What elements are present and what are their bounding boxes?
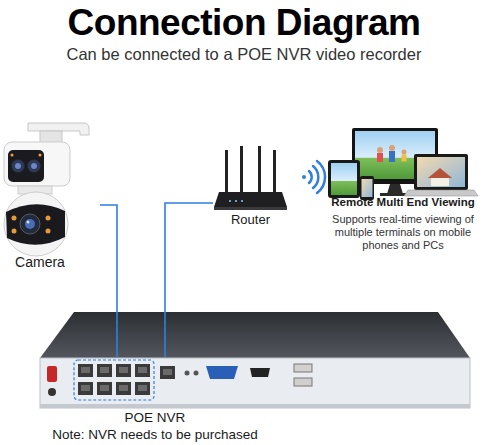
- router-node: Router: [213, 145, 288, 233]
- node-label: POE NVR: [25, 410, 285, 426]
- subtitle-label: Can be connected to a POE NVR video reco…: [0, 45, 488, 65]
- node-label: Remote Multi End Viewing: [318, 196, 488, 210]
- network-cable: [165, 203, 213, 357]
- diagram-title: Connection Diagram: [0, 2, 488, 44]
- camera-node: Camera: [0, 118, 100, 270]
- network-cable: [100, 205, 117, 357]
- node-label: Camera: [5, 254, 75, 271]
- camera-illustration: [4, 123, 89, 256]
- nvr-node: POE NVRNote: NVR needs to be purchased: [40, 357, 470, 445]
- node-description: Supports real-time viewing of multiple t…: [324, 213, 482, 253]
- screens-illustration: [328, 128, 478, 200]
- nvr-illustration: [40, 312, 470, 408]
- viewing-node: Remote Multi End ViewingSupports real-ti…: [318, 128, 488, 268]
- node-description: Note: NVR needs to be purchased: [25, 427, 285, 443]
- router-illustration: [214, 146, 287, 210]
- wifi-symbol: [302, 161, 325, 193]
- node-label: Router: [213, 212, 288, 228]
